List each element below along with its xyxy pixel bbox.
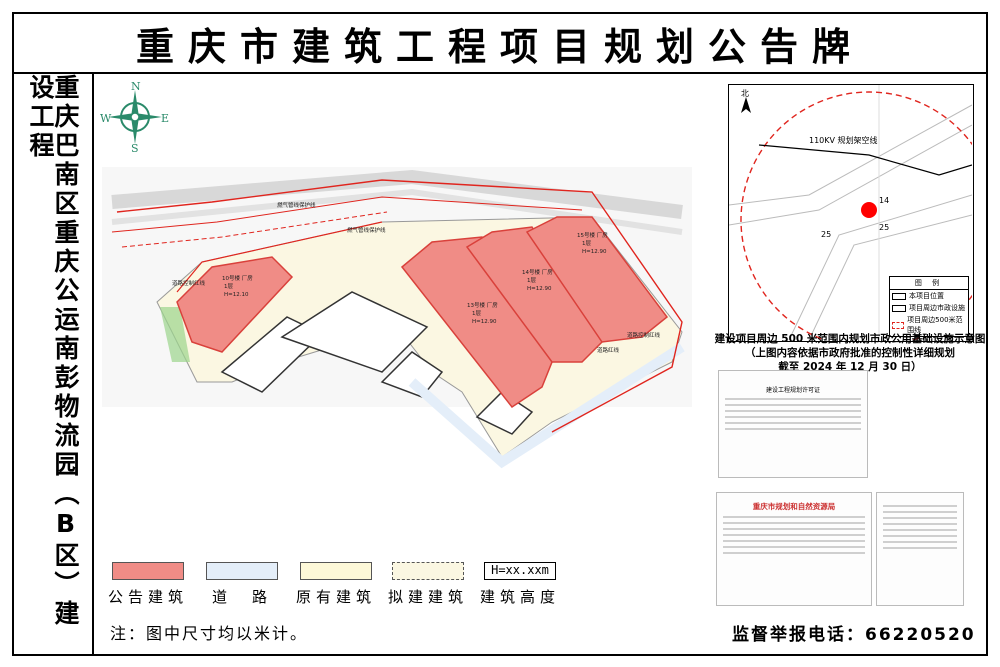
legend-label: 公告建筑 — [108, 588, 189, 606]
legend-announced: 公告建筑 — [108, 562, 188, 607]
bldg-15-height: H=12.90 — [582, 249, 607, 255]
legend-height: H=xx.xxm 建筑高度 — [480, 562, 560, 607]
map-legend: 公告建筑 道 路 原有建筑 拟建建筑 H=xx.xxm 建筑高度 — [108, 562, 588, 612]
notice-board: 重庆市建筑工程项目规划公告牌 重庆巴南区重庆公运南彭物流园（B区）建设工程 — [12, 12, 988, 656]
bldg-14-height: H=12.90 — [527, 286, 552, 292]
hotline: 监督举报电话：66220520 — [732, 625, 976, 645]
compass-e: E — [161, 112, 169, 125]
permit-document-3 — [876, 492, 964, 606]
permit2-title: 重庆市规划和自然资源局 — [752, 502, 836, 511]
bldg-10-floors: 1层 — [224, 283, 233, 290]
legend-label: 拟建建筑 — [388, 588, 469, 606]
road-14-label: 14 — [879, 196, 889, 205]
permit-document-2: 重庆市规划和自然资源局 — [716, 492, 872, 606]
footnote: 注：图中尺寸均以米计。 — [110, 624, 309, 643]
legend-label: 原有建筑 — [296, 588, 377, 606]
inset-legend-label: 项目周边市政设施 — [909, 304, 965, 312]
legend-label: 道 路 — [211, 588, 272, 606]
inset-legend-title: 图 例 — [890, 277, 968, 290]
site-plan-map: 10号楼 厂房 1层 H=12.10 13号楼 厂房 1层 H=12.90 14… — [102, 167, 692, 469]
compass-w: W — [100, 112, 112, 125]
legend-swatch — [300, 562, 372, 580]
permit-document-1: 建设工程规划许可证 — [718, 370, 868, 478]
legend-swatch — [112, 562, 184, 580]
project-name: 重庆巴南区重庆公运南彭物流园（B区）建设工程 — [26, 74, 80, 629]
legend-swatch — [392, 562, 464, 580]
road-red-line-label: 道路红线 — [597, 346, 620, 354]
legend-road: 道 路 — [206, 562, 278, 607]
bldg-10-height: H=12.10 — [224, 292, 249, 298]
bldg-15-floors: 1层 — [582, 240, 591, 247]
inset-legend: 图 例 本项目位置 项目周边市政设施 项目周边500米范围线 — [889, 276, 969, 337]
project-sidebar: 重庆巴南区重庆公运南彭物流园（B区）建设工程 — [14, 74, 94, 656]
inset-caption: 建设项目周边 500 米范围内规划市政公用基础设施示意图 （上图内容依据市政府批… — [712, 332, 988, 374]
inset-legend-label: 本项目位置 — [909, 292, 944, 300]
bldg-14-name: 14号楼 厂房 — [522, 268, 553, 276]
gas-line-label-1: 燃气管线保护线 — [277, 201, 316, 209]
inset-caption-line2: （上图内容依据市政府批准的控制性详细规划 — [745, 347, 955, 359]
power-line-label: 110KV 规划架空线 — [809, 135, 878, 145]
inset-caption-line1: 建设项目周边 500 米范围内规划市政公用基础设施示意图 — [714, 333, 986, 345]
legend-existing: 原有建筑 — [296, 562, 376, 607]
legend-proposed: 拟建建筑 — [388, 562, 468, 607]
road-control-label-1: 道路控制红线 — [172, 279, 206, 287]
inset-legend-item: 本项目位置 — [890, 290, 968, 302]
bldg-14-floors: 1层 — [527, 277, 536, 284]
board-title: 重庆市建筑工程项目规划公告牌 — [14, 14, 986, 74]
legend-height-sample: H=xx.xxm — [484, 562, 556, 580]
compass-s: S — [131, 142, 139, 152]
bldg-15-name: 15号楼 厂房 — [577, 231, 608, 239]
bldg-10-name: 10号楼 厂房 — [222, 274, 253, 282]
bldg-13-name: 13号楼 厂房 — [467, 301, 498, 309]
road-25-label: 25 — [821, 230, 831, 239]
permit1-title: 建设工程规划许可证 — [765, 387, 820, 394]
inset-map: 北 110KV 规划架空线 25 25 14 图 例 本项目位置 项目周边市政设… — [728, 84, 998, 349]
inset-north: 北 — [741, 89, 749, 98]
legend-label: 建筑高度 — [480, 588, 561, 606]
bldg-13-floors: 1层 — [472, 310, 481, 317]
inset-legend-label: 项目周边500米范围线 — [907, 316, 963, 334]
inset-legend-item: 项目周边500米范围线 — [890, 314, 968, 336]
road-control-label-2: 道路控制红线 — [627, 331, 661, 339]
compass-n: N — [131, 82, 141, 93]
inset-legend-item: 项目周边市政设施 — [890, 302, 968, 314]
bldg-13-height: H=12.90 — [472, 319, 497, 325]
road-25b-label: 25 — [879, 223, 889, 232]
compass-icon: N S W E — [100, 82, 169, 152]
legend-swatch — [206, 562, 278, 580]
gas-line-label-2: 燃气管线保护线 — [347, 226, 386, 234]
